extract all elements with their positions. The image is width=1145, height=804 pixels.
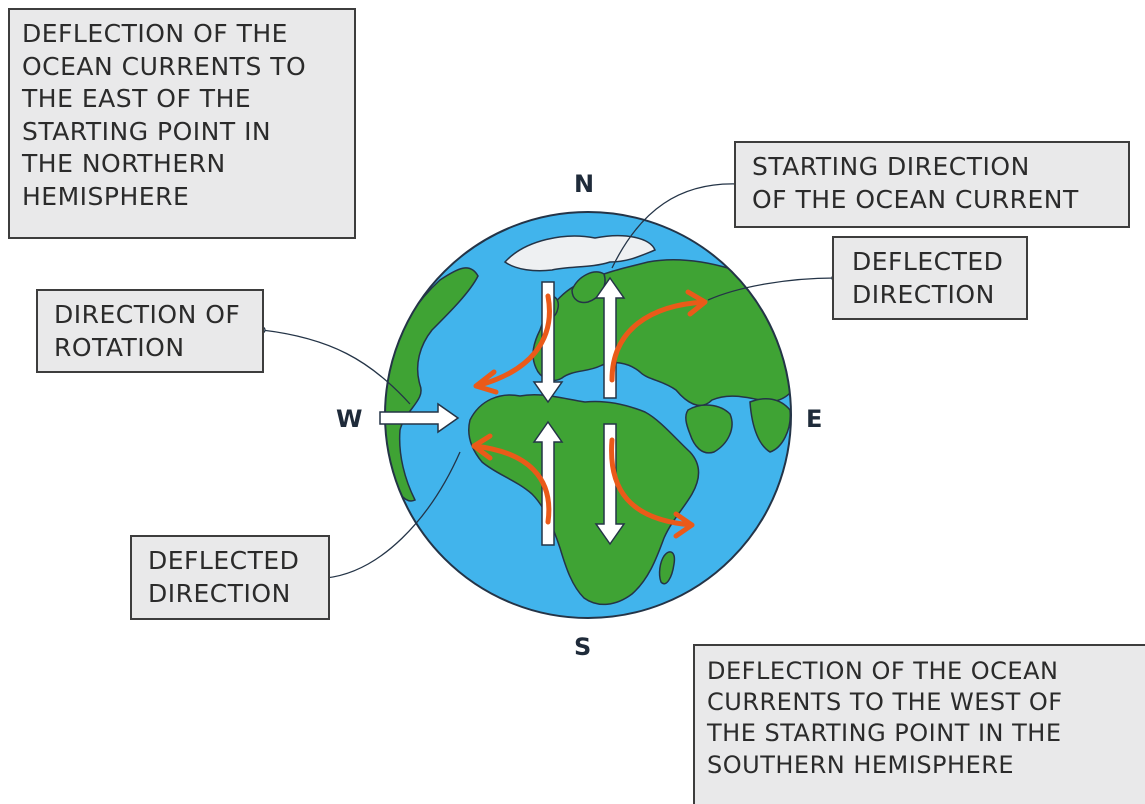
label-line: THE STARTING POINT IN THE — [707, 719, 1062, 748]
label-deflected-direction-right: DEFLECTED DIRECTION — [832, 236, 1028, 320]
label-line: SOUTHERN HEMISPHERE — [707, 750, 1015, 779]
deflection-arrows — [471, 289, 708, 539]
label-line: OCEAN CURRENTS TO — [22, 51, 307, 81]
deflection-arrow-north-west — [473, 293, 552, 395]
label-line: DIRECTION OF — [54, 300, 241, 329]
compass-east: E — [806, 405, 823, 433]
arrow-down-south-east — [594, 423, 626, 546]
label-line: DIRECTION — [852, 279, 995, 309]
label-south-deflection: DEFLECTION OF THE OCEAN CURRENTS TO THE … — [693, 644, 1145, 804]
starting-direction-arrows — [379, 276, 626, 546]
label-line: OF THE OCEAN CURRENT — [752, 184, 1079, 214]
label-line: DIRECTION — [148, 578, 291, 608]
label-line: DEFLECTED — [852, 247, 1004, 276]
arctic-ice — [503, 234, 656, 272]
label-line: STARTING POINT IN — [22, 116, 272, 146]
compass-south: S — [574, 633, 592, 661]
label-line: CURRENTS TO THE WEST OF — [707, 688, 1063, 717]
landmass-madagascar — [658, 551, 676, 585]
label-line: DEFLECTION OF THE — [22, 19, 288, 48]
label-line: ROTATION — [54, 332, 185, 362]
compass-west: W — [336, 405, 363, 433]
label-line: THE NORTHERN — [22, 149, 226, 178]
deflection-arrow-south-west — [471, 433, 552, 525]
arrow-up-north-east — [594, 276, 626, 399]
landmass-arabia — [685, 404, 733, 454]
label-line: DEFLECTION OF THE OCEAN — [707, 657, 1059, 685]
compass-north: N — [574, 170, 595, 198]
label-line: STARTING DIRECTION — [752, 152, 1030, 181]
label-deflected-direction-left: DEFLECTED DIRECTION — [130, 535, 330, 620]
landmass-asia-east — [749, 397, 791, 453]
arrow-up-south-west — [532, 420, 564, 546]
label-starting-direction: STARTING DIRECTION OF THE OCEAN CURRENT — [734, 141, 1130, 228]
label-direction-of-rotation: DIRECTION OF ROTATION — [36, 289, 264, 373]
arrow-down-north-west — [532, 281, 564, 404]
label-line: THE EAST OF THE — [22, 84, 252, 113]
leader-deflected-left — [325, 451, 461, 579]
landmass-africa — [468, 393, 700, 606]
label-north-deflection: DEFLECTION OF THE OCEAN CURRENTS TO THE … — [8, 8, 356, 239]
leader-deflected-right — [707, 277, 836, 301]
leader-rotation — [261, 329, 411, 405]
label-line: DEFLECTED — [148, 546, 300, 575]
deflection-arrow-north-east — [609, 289, 708, 383]
label-line: HEMISPHERE — [22, 181, 190, 211]
deflection-arrow-south-east — [609, 437, 695, 539]
rotation-arrow — [379, 402, 460, 434]
leader-starting-direction — [611, 183, 739, 269]
